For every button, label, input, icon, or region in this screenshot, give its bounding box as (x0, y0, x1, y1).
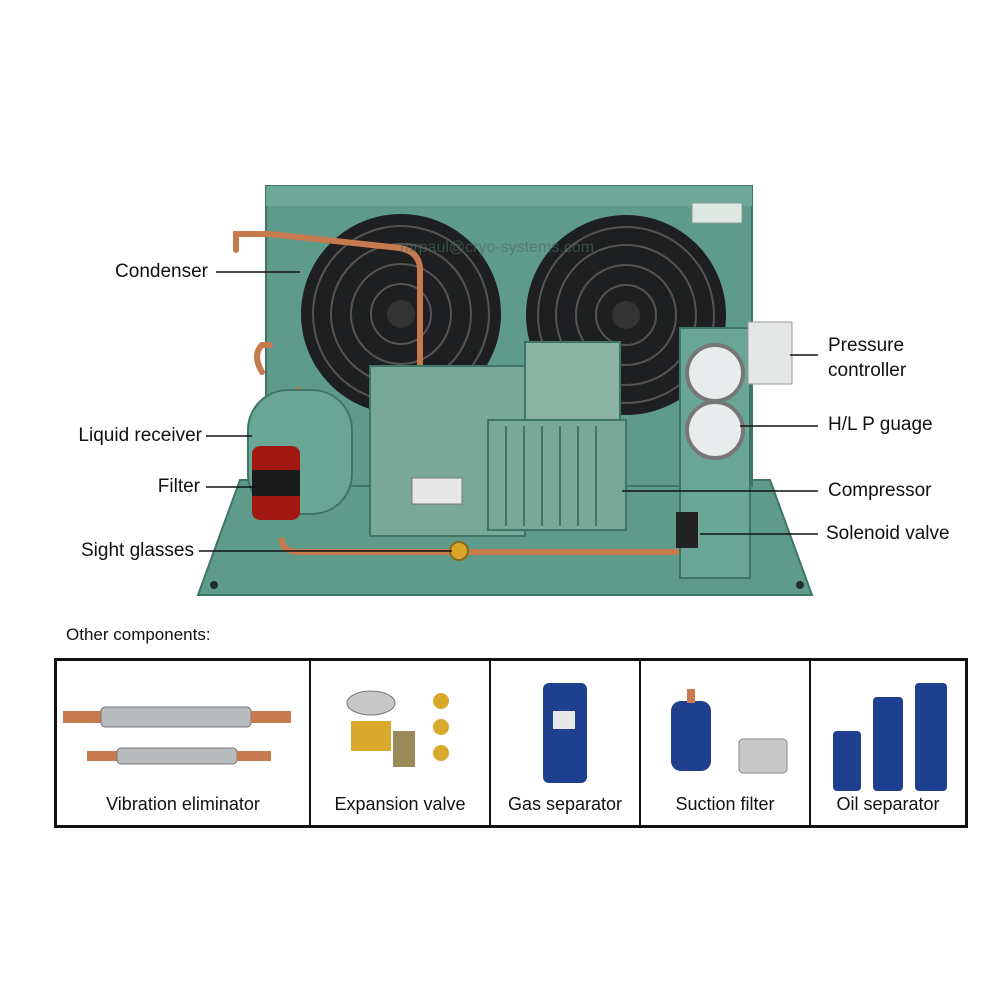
component-gas-separator: Gas separator (491, 661, 641, 825)
caption-vibration-eliminator: Vibration eliminator (106, 794, 260, 814)
watermark: mrpaul@cryo-systems.com (400, 239, 594, 256)
expansion-valve-icon (346, 690, 449, 767)
other-components-table: Vibration eliminator Expansion valve Gas… (54, 658, 968, 828)
caption-oil-separator: Oil separator (836, 794, 940, 814)
gas-separator-icon (543, 683, 587, 783)
fan-left (301, 214, 501, 414)
component-expansion-valve: Expansion valve (311, 661, 491, 825)
compressor (369, 341, 627, 537)
solenoid-valve (676, 512, 698, 548)
low-pressure-gauge (685, 400, 745, 460)
caption-suction-filter: Suction filter (675, 794, 775, 814)
pressure-controller (747, 321, 793, 385)
label-compressor: Compressor (828, 480, 932, 501)
label-filter: Filter (157, 476, 200, 497)
oil-separator-icon (833, 683, 947, 791)
label-solenoid-valve: Solenoid valve (826, 523, 950, 544)
caption-gas-separator: Gas separator (507, 794, 623, 814)
gauge-panel (676, 321, 793, 579)
other-components-title: Other components: (66, 625, 211, 644)
label-liquid-receiver: Liquid receiver (78, 425, 202, 446)
component-vibration-eliminator: Vibration eliminator (57, 661, 311, 825)
caption-expansion-valve: Expansion valve (334, 794, 466, 814)
label-sight-glasses: Sight glasses (80, 540, 194, 561)
filter (252, 446, 300, 520)
component-suction-filter: Suction filter (641, 661, 811, 825)
suction-filter-icon (671, 689, 788, 774)
leader-lines (199, 271, 818, 552)
label-condenser: Condenser (115, 261, 208, 282)
condensing-unit-illustration: mrpaul@cryo-systems.com (196, 185, 818, 596)
label-pressure-controller-line1: Pressure (828, 335, 905, 356)
component-oil-separator: Oil separator (811, 661, 965, 825)
label-hl-p-guage: H/L P guage (828, 414, 933, 435)
sight-glass (449, 541, 469, 561)
high-pressure-gauge (685, 343, 745, 403)
vibration-eliminator-icon (63, 706, 291, 765)
label-pressure-controller-line2: controller (828, 360, 907, 381)
